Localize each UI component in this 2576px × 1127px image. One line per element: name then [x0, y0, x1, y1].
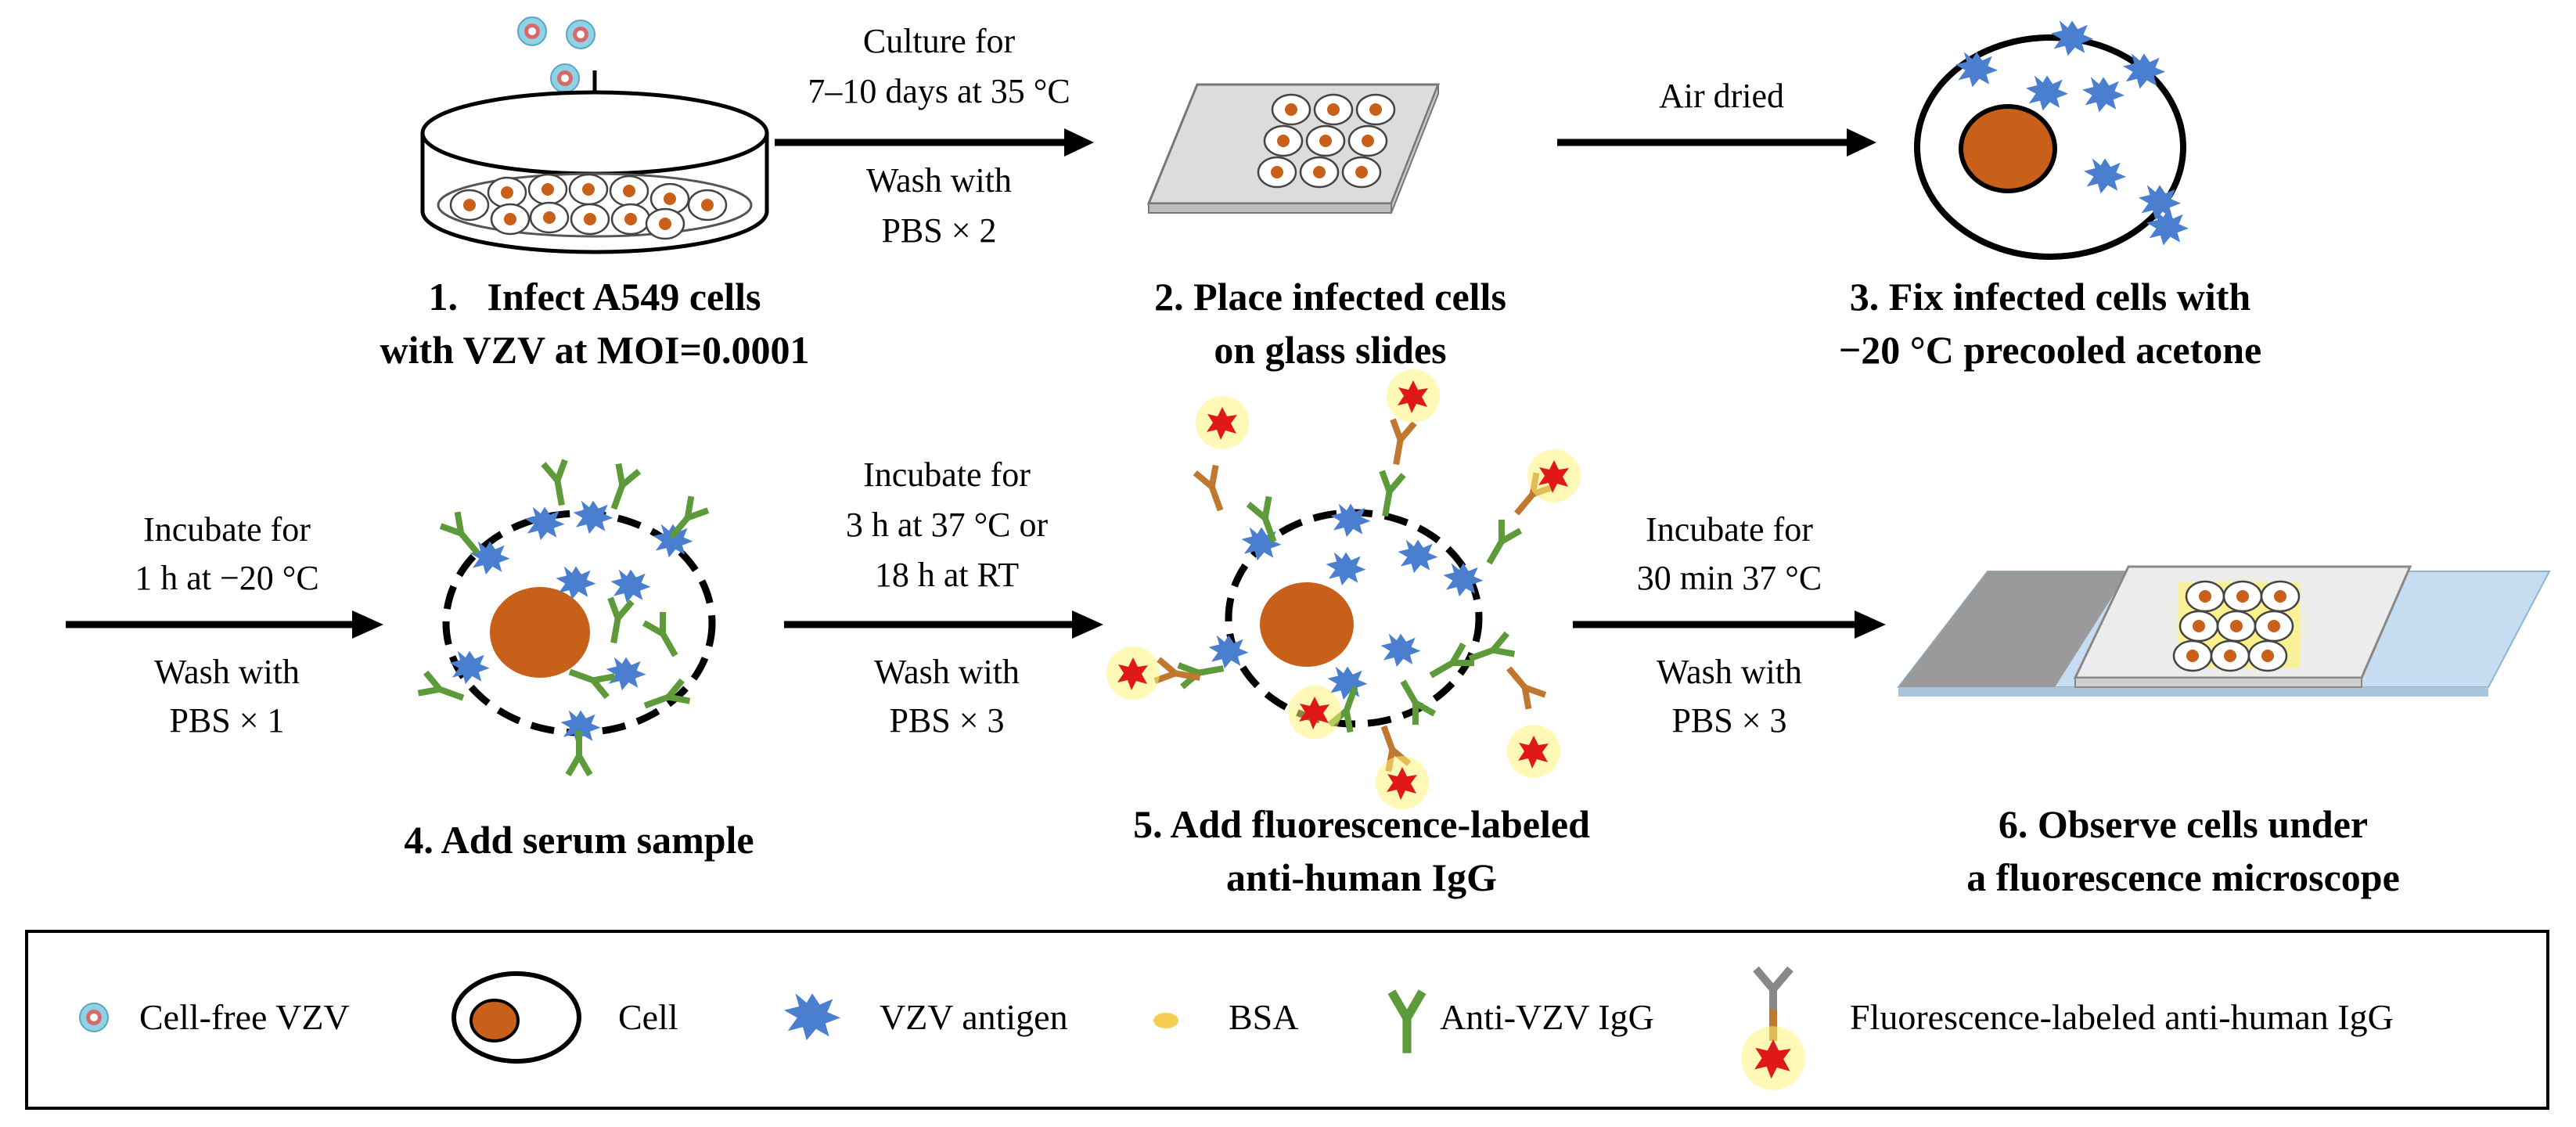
arrow5-above-line1: Incubate for [1646, 510, 1813, 549]
step1-caption-line1: 1. Infect A549 cells [344, 271, 845, 322]
step5-fluorescent-cell-icon [1106, 369, 1581, 809]
legend-label-antigen: VZV antigen [880, 997, 1068, 1037]
step6-caption-line2: a fluorescence microscope [1966, 855, 2400, 899]
arrow3-below-line1: Wash with [154, 653, 300, 691]
arrow5-below-line1: Wash with [1657, 653, 1802, 691]
arrow4-above-line2: 3 h at 37 °C or [845, 506, 1049, 544]
arrow5-below-line2: PBS × 3 [1671, 701, 1787, 740]
arrow1-below-line1: Wash with [866, 161, 1012, 200]
arrow-incubate-1h [66, 610, 383, 639]
arrow1-above-line1: Culture for [862, 22, 1016, 60]
arrow-culture [775, 128, 1094, 157]
arrow1-above-line2: 7–10 days at 35 °C [808, 72, 1070, 110]
arrow4-below-line1: Wash with [874, 653, 1020, 691]
legend-label-bsa: BSA [1229, 997, 1299, 1037]
step2-glass-slide-icon [1146, 83, 1441, 214]
arrow-incubate-3h [784, 610, 1103, 639]
legend-fluorescent-antibody-icon [1741, 966, 1805, 1090]
legend-label-virus: Cell-free VZV [139, 997, 350, 1037]
arrow-incubate-30min [1573, 610, 1886, 639]
legend-label-fluorescent-antibody: Fluorescence-labeled anti-human IgG [1850, 997, 2394, 1037]
step3-caption-line1: 3. Fix infected cells with [1849, 275, 2251, 319]
arrow-air-dried [1557, 128, 1876, 157]
arrow4-above-line1: Incubate for [863, 455, 1031, 494]
legend-box [25, 930, 2549, 1110]
arrow3-above-line2: 1 h at −20 °C [135, 559, 319, 597]
step5-caption-line1: 5. Add fluorescence-labeled [1133, 802, 1590, 846]
legend-virus-icon [79, 1003, 109, 1032]
step5-caption-line2: anti-human IgG [1226, 855, 1497, 899]
arrow1-below-line2: PBS × 2 [881, 211, 997, 250]
arrow3-above-line1: Incubate for [143, 510, 311, 549]
arrow4-below-line2: PBS × 3 [889, 701, 1005, 740]
arrow3-below-line2: PBS × 1 [169, 701, 285, 740]
step1-petri-dish-icon [420, 16, 769, 254]
step4-serum-cell-icon [419, 460, 716, 775]
step3-caption-line2: −20 °C precooled acetone [1838, 328, 2262, 372]
legend-label-antibody: Anti-VZV IgG [1440, 997, 1654, 1037]
step1-caption-line2: with VZV at MOI=0.0001 [380, 328, 810, 372]
step1-title: Infect A549 cells [487, 275, 761, 319]
arrow2-above-line1: Air dried [1658, 77, 1785, 115]
step3-fixed-cell-icon [1914, 20, 2189, 260]
step1-number: 1. [428, 275, 459, 319]
step2-caption-line1: 2. Place infected cells [1154, 275, 1506, 319]
arrow4-above-line3: 18 h at RT [874, 556, 1020, 594]
step6-slide-icon [1896, 565, 2551, 697]
legend-bsa-icon [1153, 1013, 1178, 1028]
step4-caption-line1: 4. Add serum sample [404, 818, 754, 862]
step6-caption-line1: 6. Observe cells under [1998, 802, 2369, 846]
legend-cell-icon [452, 971, 581, 1064]
step2-caption-line2: on glass slides [1214, 328, 1447, 372]
legend-label-cell: Cell [618, 997, 678, 1037]
arrow5-above-line2: 30 min 37 °C [1636, 559, 1822, 597]
